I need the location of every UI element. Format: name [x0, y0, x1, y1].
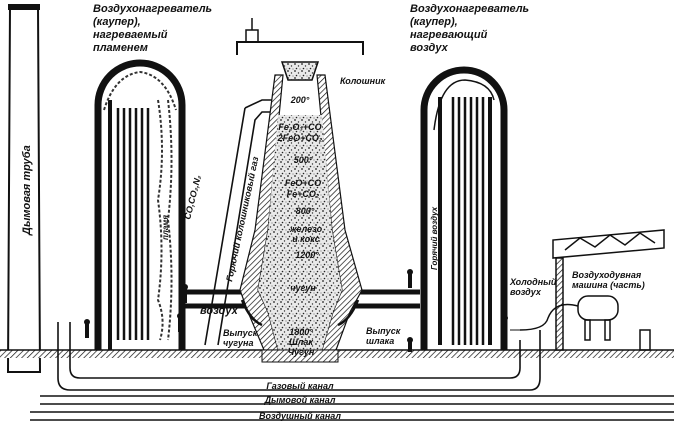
svg-text:Выпуск: Выпуск: [366, 326, 401, 336]
blower-label: Воздуходувная машина (часть): [572, 270, 645, 290]
furnace-top-label: Колошник: [340, 76, 386, 86]
svg-text:2FeO+CO₂: 2FeO+CO₂: [277, 133, 323, 143]
svg-text:(каупер),: (каупер),: [93, 16, 141, 28]
channels: [30, 322, 674, 421]
svg-text:FeO+CO: FeO+CO: [285, 178, 321, 188]
chimney-label: Дымовая труба: [21, 145, 33, 236]
svg-text:железо: железо: [289, 224, 323, 234]
svg-text:чугун: чугун: [290, 283, 316, 293]
svg-text:500°: 500°: [294, 155, 313, 165]
air-channel-label: Воздушный канал: [259, 411, 341, 421]
svg-text:Холодный: Холодный: [509, 277, 557, 287]
svg-text:200°: 200°: [290, 95, 310, 105]
right-stove: Горячий воздух: [420, 66, 508, 350]
svg-text:Воздухонагреватель: Воздухонагреватель: [410, 3, 529, 15]
right-stove-title: Воздухонагреватель (каупер), нагревающий…: [410, 3, 529, 54]
svg-text:Выпуск: Выпуск: [223, 328, 258, 338]
svg-text:1200°: 1200°: [295, 250, 319, 260]
svg-text:800°: 800°: [296, 206, 315, 216]
blower-building: [510, 229, 665, 351]
airflow-arrow-icon: [433, 79, 495, 131]
furnace-zones: 200° Fe₂O₃+CO 2FeO+CO₂ 500° FeO+CO Fe+CO…: [277, 95, 323, 357]
gas-channel-label: Газовый канал: [266, 381, 334, 391]
svg-text:1800°: 1800°: [289, 327, 313, 337]
svg-text:(каупер),: (каупер),: [410, 16, 458, 28]
cold-air-label: Холодный воздух: [509, 277, 557, 297]
svg-text:шлака: шлака: [366, 336, 394, 346]
svg-text:воздух: воздух: [410, 42, 449, 54]
air-label: воздух: [200, 305, 239, 317]
svg-text:чугуна: чугуна: [223, 338, 254, 348]
hot-air-label: Горячий воздух: [430, 206, 439, 270]
slag-tap-label: Выпуск шлака: [366, 326, 401, 346]
svg-text:Шлак: Шлак: [289, 337, 313, 347]
left-stove-title: Воздухонагреватель (каупер), нагреваемый…: [93, 3, 212, 54]
flame-label: пламя: [161, 215, 170, 240]
svg-text:машина (часть): машина (часть): [572, 280, 645, 290]
chimney: Дымовая труба: [6, 4, 42, 373]
svg-text:и кокс: и кокс: [292, 234, 320, 244]
iron-tap-label: Выпуск чугуна: [223, 328, 258, 348]
svg-text:Воздуходувная: Воздуходувная: [572, 270, 642, 280]
svg-text:воздух: воздух: [510, 287, 542, 297]
flame-icon: [103, 70, 177, 341]
blast-furnace: [236, 18, 364, 363]
svg-text:нагреваемый: нагреваемый: [93, 29, 168, 41]
svg-text:Чугун: Чугун: [288, 347, 315, 357]
smoke-channel-label: Дымовой канал: [264, 395, 336, 405]
svg-text:Fe₂O₃+CO: Fe₂O₃+CO: [278, 122, 321, 132]
svg-text:Воздухонагреватель: Воздухонагреватель: [93, 3, 212, 15]
left-stove: пламя: [94, 59, 186, 350]
svg-text:Fe+CO₂: Fe+CO₂: [287, 189, 320, 199]
svg-text:пламенем: пламенем: [93, 42, 148, 54]
svg-text:нагревающий: нагревающий: [410, 29, 488, 41]
